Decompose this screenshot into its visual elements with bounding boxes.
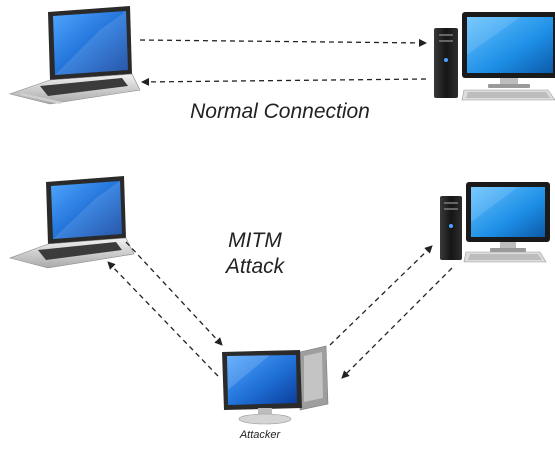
- mitm-attack-label: MITM Attack: [205, 228, 305, 280]
- normal-connection-label: Normal Connection: [190, 100, 370, 123]
- mitm-arrow-attacker-to-desktop: [329, 245, 433, 346]
- attacker-computer-icon: [222, 345, 329, 425]
- normal-arrow-to-laptop: [141, 77, 427, 86]
- mitm-arrow-desktop-to-attacker: [341, 267, 453, 379]
- top-desktop-icon: [434, 12, 555, 101]
- normal-arrow-to-desktop: [139, 38, 427, 47]
- mitm-arrow-attacker-to-laptop: [107, 261, 219, 377]
- mitm-label-line2: Attack: [225, 255, 285, 278]
- mitm-arrow-laptop-to-attacker: [125, 241, 223, 346]
- top-laptop-icon: [8, 6, 141, 105]
- bottom-desktop-icon: [440, 182, 550, 263]
- attacker-label: Attacker: [239, 429, 281, 441]
- bottom-laptop-icon: [9, 176, 135, 269]
- mitm-label-line1: MITM: [228, 229, 282, 252]
